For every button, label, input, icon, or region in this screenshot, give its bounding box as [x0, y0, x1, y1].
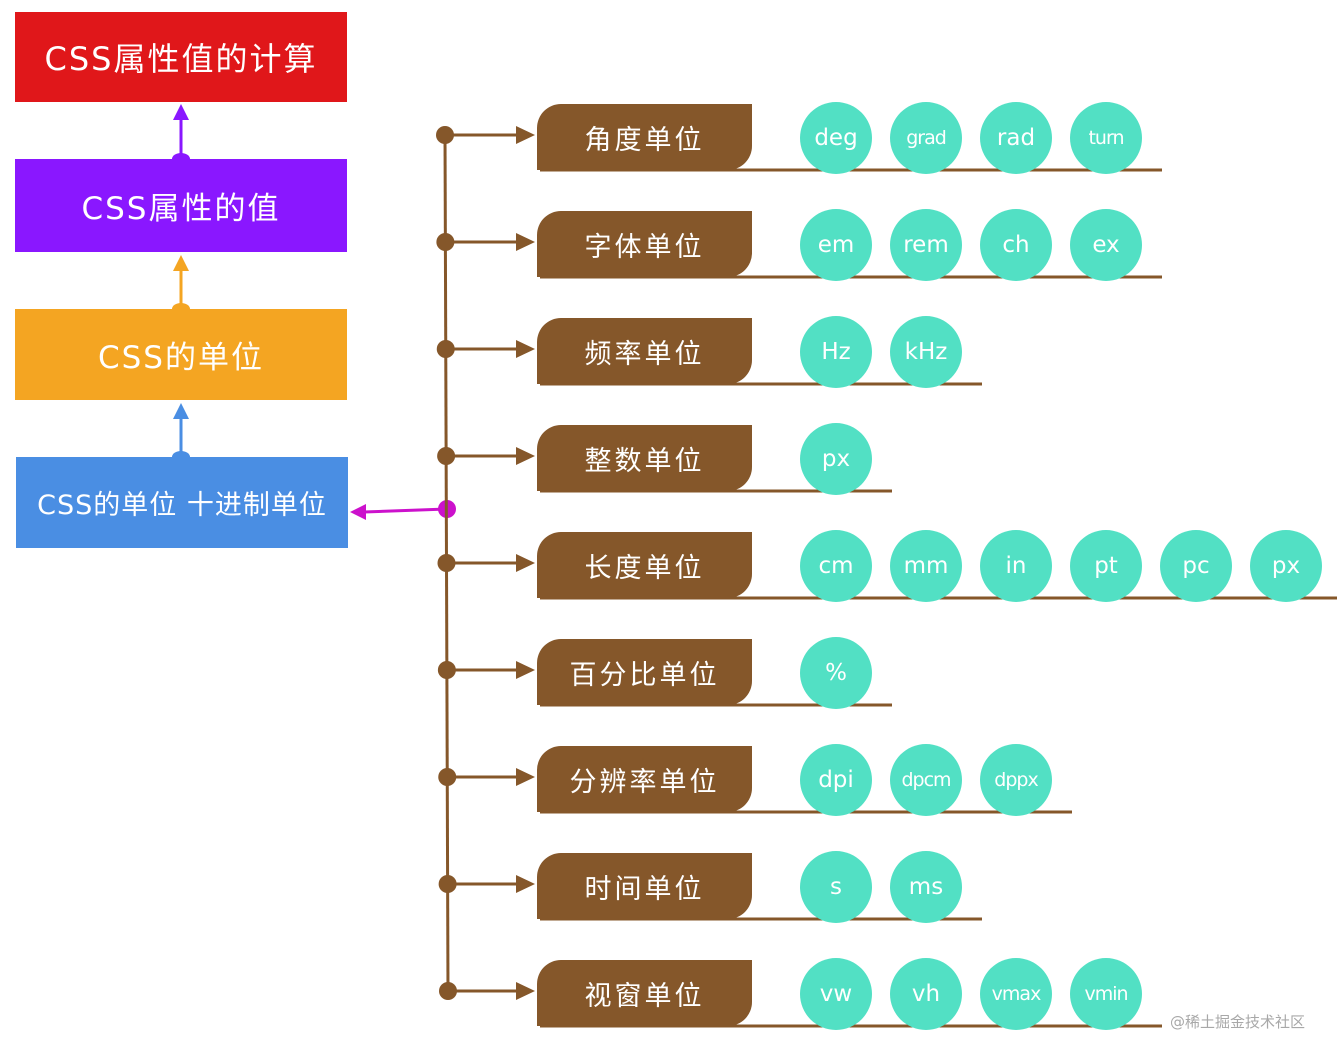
unit-chip: pc [1160, 530, 1232, 602]
unit-chip: mm [890, 530, 962, 602]
unit-category-label: 长度单位 [537, 532, 752, 598]
css-value-calculation-box: CSS属性值的计算 [15, 12, 347, 102]
watermark: @稀土掘金技术社区 [1170, 1013, 1306, 1031]
unit-category-label: 视窗单位 [537, 960, 752, 1026]
branch-arrowhead [516, 875, 535, 893]
unit-chip: vmin [1070, 958, 1142, 1030]
unit-chip: dpi [800, 744, 872, 816]
unit-chip: rem [890, 209, 962, 281]
branch-arrowhead [516, 768, 535, 786]
unit-chip: px [800, 423, 872, 495]
unit-chip: vh [890, 958, 962, 1030]
unit-chip: vmax [980, 958, 1052, 1030]
unit-chip: vw [800, 958, 872, 1030]
branch-arrowhead [516, 233, 535, 251]
unit-chip: dpcm [890, 744, 962, 816]
connector-to-decimal-box [350, 500, 456, 520]
branch-arrowhead [516, 126, 535, 144]
unit-chip: ms [890, 851, 962, 923]
branch-arrowhead [516, 982, 535, 1000]
unit-chip: % [800, 637, 872, 709]
unit-chip: in [980, 530, 1052, 602]
unit-chip: kHz [890, 316, 962, 388]
unit-category-label: 频率单位 [537, 318, 752, 384]
css-unit-box: CSS的单位 [15, 309, 347, 400]
unit-chip: dppx [980, 744, 1052, 816]
unit-category-row: 整数单位 px [0, 416, 1337, 496]
unit-category-row: 百分比单位% [0, 630, 1337, 710]
unit-chip: Hz [800, 316, 872, 388]
unit-chip: px [1250, 530, 1322, 602]
branch-arrowhead [516, 447, 535, 465]
unit-chip: ch [980, 209, 1052, 281]
branch-arrowhead [516, 554, 535, 572]
unit-chip: s [800, 851, 872, 923]
unit-category-label: 字体单位 [537, 211, 752, 277]
unit-category-label: 分辨率单位 [537, 746, 752, 812]
unit-chip: grad [890, 102, 962, 174]
css-decimal-unit-box: CSS的单位 十进制单位 [16, 457, 348, 548]
unit-chip: cm [800, 530, 872, 602]
css-property-value-box: CSS属性的值 [15, 159, 347, 252]
unit-category-label: 时间单位 [537, 853, 752, 919]
unit-category-label: 整数单位 [537, 425, 752, 491]
unit-chip: rad [980, 102, 1052, 174]
unit-chip: deg [800, 102, 872, 174]
unit-chip: pt [1070, 530, 1142, 602]
unit-chip: ex [1070, 209, 1142, 281]
branch-arrowhead [516, 661, 535, 679]
unit-chip: turn [1070, 102, 1142, 174]
unit-category-label: 百分比单位 [537, 639, 752, 705]
branch-arrowhead [516, 340, 535, 358]
unit-category-label: 角度单位 [537, 104, 752, 170]
unit-chip: em [800, 209, 872, 281]
